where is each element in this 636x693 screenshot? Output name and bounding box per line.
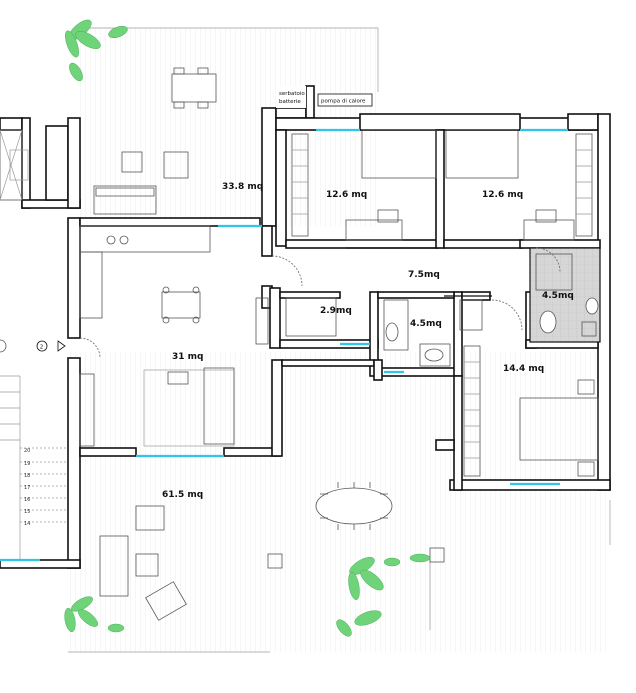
lower-terrace-furniture <box>99 482 445 621</box>
area-storage: 2.9mq <box>320 306 352 316</box>
plant-bottom-center-icon <box>336 553 431 637</box>
step-15: 15 <box>24 509 30 515</box>
area-terrace-lower: 61.5 mq <box>162 490 203 500</box>
entrance-arrow-icon <box>57 340 66 352</box>
heat-pump-box <box>317 93 373 107</box>
plants <box>64 19 431 637</box>
stairs: 20 19 18 17 16 15 14 <box>0 375 68 560</box>
entrance-number: 2 <box>40 345 44 351</box>
label-batterie: batterie <box>279 99 301 105</box>
step-20: 20 <box>24 448 30 454</box>
bathroom-fixtures <box>285 253 599 367</box>
area-bathroom-center: 4.5mq <box>410 319 442 329</box>
stair-core: 20 19 18 17 16 15 14 2 <box>0 129 68 560</box>
bedroom-furniture <box>291 129 599 477</box>
terrace-furniture <box>93 67 217 215</box>
area-living: 31 mq <box>172 352 203 362</box>
area-bathroom-right: 4.5mq <box>542 291 574 301</box>
step-19: 19 <box>24 461 30 467</box>
step-18: 18 <box>24 473 30 479</box>
entrance-number-circle <box>36 340 48 352</box>
technical-labels: serbatoio batterie pompa di calore <box>276 86 373 108</box>
label-pompa-di-calore: pompa di calore <box>321 99 366 105</box>
area-terrace-upper: 33.8 mq <box>222 182 263 192</box>
area-bedroom-2: 12.6 mq <box>482 190 523 200</box>
area-bedroom-3: 14.4 mq <box>503 364 544 374</box>
label-serbatoio: serbatoio <box>279 91 305 97</box>
room-labels: 33.8 mq 12.6 mq 12.6 mq 7.5mq 4.5mq 2.9m… <box>162 182 574 500</box>
step-14: 14 <box>24 521 30 527</box>
doors <box>79 247 561 359</box>
living-furniture <box>79 225 269 447</box>
plant-bottom-left-icon <box>64 596 125 633</box>
area-bedroom-1: 12.6 mq <box>326 190 367 200</box>
step-17: 17 <box>24 485 30 491</box>
plant-top-left-icon <box>65 19 128 82</box>
area-hallway: 7.5mq <box>408 270 440 280</box>
step-16: 16 <box>24 497 30 503</box>
